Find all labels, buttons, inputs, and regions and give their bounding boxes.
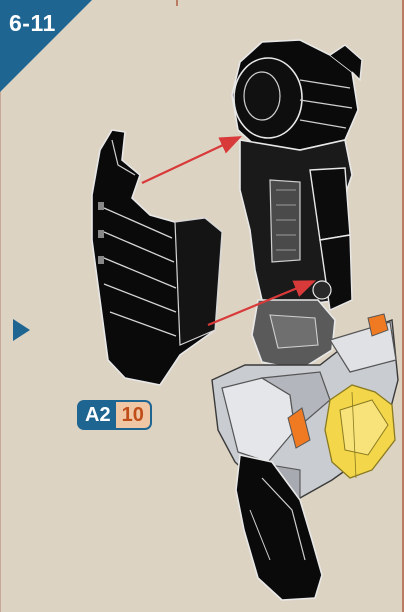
arrow-to-shoulder [142,138,238,183]
upper-arm-part [240,140,352,310]
part-number-label: 10 [116,402,150,428]
part-sheet-label: A2 [79,402,116,428]
part-number-badge: A2 10 [77,400,152,430]
clear-yellow-part [325,385,395,478]
elbow-joint-part [252,300,335,370]
shoulder-joint-part [232,40,362,150]
armor-plate-part [92,130,222,385]
